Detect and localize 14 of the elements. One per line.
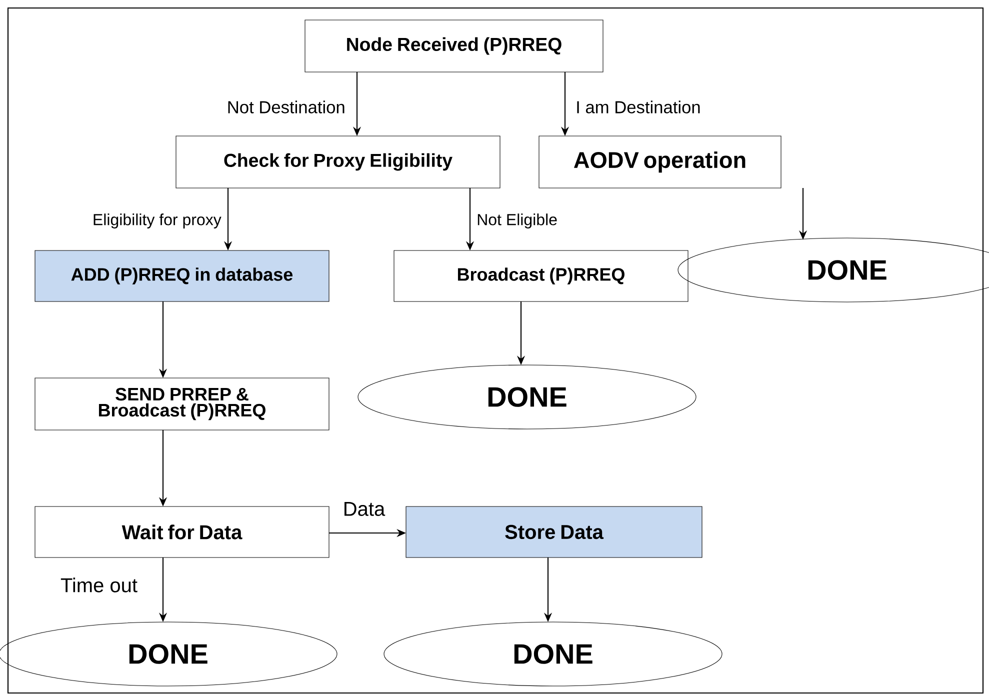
edge-label: Not Destination (226, 99, 347, 115)
process-box: Wait for Data (34, 506, 330, 558)
process-box: ADD (P)RREQ in database (34, 250, 330, 302)
process-box: AODV operation (538, 136, 782, 188)
process-box: Broadcast (P)RREQ (394, 250, 688, 302)
process-box: Check for Proxy Eligibility (176, 136, 500, 188)
edge-label: Data (342, 500, 386, 518)
process-box: Node Received (P)RREQ (304, 20, 604, 72)
edge-label: I am Destination (574, 99, 702, 115)
process-box: SEND PRREP & Broadcast (P)RREQ (34, 378, 330, 430)
process-box: Store Data (406, 506, 702, 558)
edge-label: Time out (59, 576, 139, 594)
edge-label: Eligibility for proxy (91, 212, 223, 230)
edge-label: Not Eligible (475, 212, 559, 230)
